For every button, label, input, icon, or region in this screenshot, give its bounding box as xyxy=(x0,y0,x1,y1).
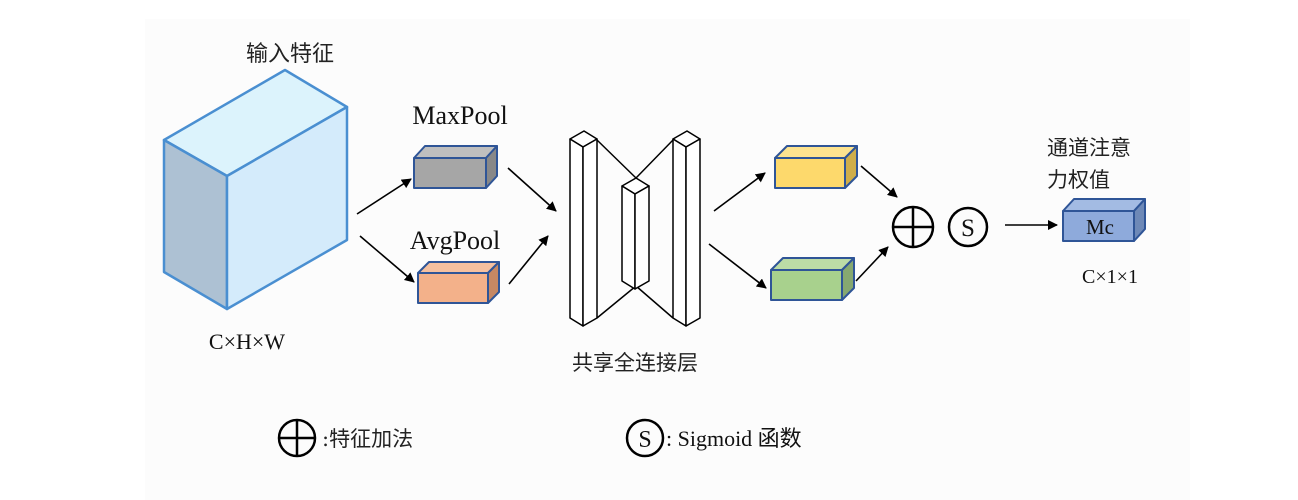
avgpool-label: AvgPool xyxy=(410,226,501,255)
arrow-max-branch-to-add xyxy=(860,165,898,198)
output-dims-label: C×1×1 xyxy=(1082,266,1138,288)
avg-branch-output-box xyxy=(770,257,855,301)
sigmoid-icon: S xyxy=(947,206,989,248)
box-front-face xyxy=(770,269,843,301)
box-top-face xyxy=(413,145,498,159)
arrow-fc-to-avg-branch xyxy=(708,243,767,289)
input-feature-cube xyxy=(162,68,349,311)
fc-connection xyxy=(635,285,674,319)
legend-sigmoid-icon: S xyxy=(625,418,665,458)
box-top-face xyxy=(770,257,855,271)
attention-weight-label-line2: 力权值 xyxy=(1047,168,1110,192)
box-top-face xyxy=(417,261,500,274)
arrow-avgpool-to-fc xyxy=(508,235,549,285)
fc-connection xyxy=(596,285,637,319)
fc-connection xyxy=(635,139,674,179)
input-feature-label: 输入特征 xyxy=(246,42,334,67)
maxpool-box xyxy=(413,145,498,189)
fc-input-layer xyxy=(569,130,598,327)
arrow-input-to-avgpool xyxy=(359,235,415,283)
shared-fc-layers xyxy=(569,130,701,327)
legend: :特征加法 S : Sigmoid 函数 xyxy=(277,418,802,458)
box-front-face xyxy=(417,272,489,304)
mc-box xyxy=(1062,198,1146,242)
box-top-face xyxy=(774,145,858,159)
sigmoid-symbol-text: S xyxy=(961,215,975,242)
arrow-fc-to-max-branch xyxy=(713,172,766,212)
legend-add-label: :特征加法 xyxy=(322,427,413,451)
fc-output-layer xyxy=(672,130,701,327)
input-dims-label: C×H×W xyxy=(209,329,285,354)
mc-label: Mc xyxy=(1086,215,1114,239)
input-cube-front xyxy=(225,105,349,311)
arrow-avg-branch-to-add xyxy=(855,246,889,282)
fc-connection xyxy=(596,139,637,179)
feature-add-icon xyxy=(891,205,935,249)
legend-add-icon xyxy=(277,418,317,458)
attention-weight-label-line1: 通道注意 xyxy=(1047,136,1131,160)
fc-hidden-layer xyxy=(621,177,650,290)
legend-sigmoid-label: : Sigmoid 函数 xyxy=(666,426,802,451)
legend-sigmoid-symbol: S xyxy=(638,427,651,453)
max-branch-output-box xyxy=(774,145,858,189)
box-front-face xyxy=(413,157,487,189)
arrow-maxpool-to-fc xyxy=(507,167,557,212)
maxpool-label: MaxPool xyxy=(412,101,507,130)
avgpool-box xyxy=(417,261,500,304)
arrow-input-to-maxpool xyxy=(356,178,412,215)
box-front-face xyxy=(774,157,846,189)
box-front-face xyxy=(1062,210,1135,242)
box-top-face xyxy=(1062,198,1146,212)
shared-fc-label: 共享全连接层 xyxy=(572,351,698,375)
